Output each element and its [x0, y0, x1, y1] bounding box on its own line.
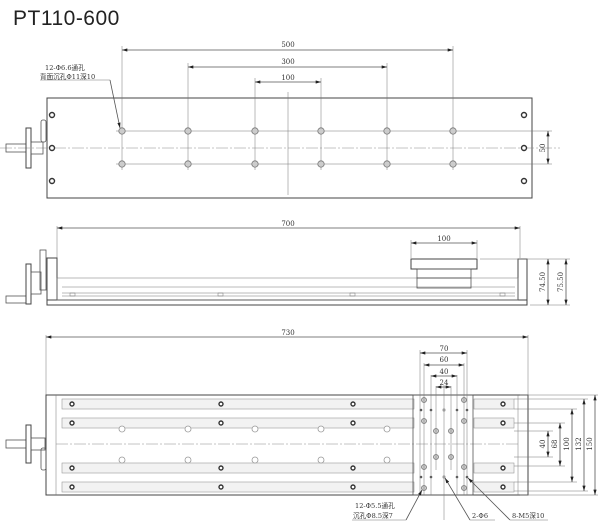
hole-note-line1: 12-Φ6.6通孔 [45, 63, 85, 72]
lock-lever-icon-side [39, 249, 47, 291]
mounting-holes [118, 127, 457, 168]
handwheel-crank-icon-side [5, 249, 47, 305]
counterbore-holes [118, 425, 391, 464]
dim-label-40: 40 [440, 368, 449, 376]
dim-label-carriage-100: 100 [437, 235, 450, 243]
drawing-title: PT110-600 [13, 7, 120, 30]
lock-lever-icon [40, 119, 47, 143]
carriage-top [410, 258, 478, 270]
dim-label-24: 24 [440, 379, 449, 387]
dim-label-h132: 132 [575, 437, 583, 450]
dim-label-75-50: 75.50 [557, 272, 565, 292]
dim-label-500: 500 [281, 41, 294, 49]
dim-label-300: 300 [281, 58, 294, 66]
lock-lever-icon-bottom [40, 447, 47, 471]
handwheel-crank-icon-bottom [5, 424, 47, 471]
top-view: 500 300 100 50 12-Φ6.6通孔 背面沉孔Φ11深10 [0, 41, 560, 199]
dim-label-730: 730 [281, 329, 294, 337]
dim-label-74-50: 74.50 [539, 272, 547, 292]
hole-note-b: 2-Φ6 [472, 512, 488, 520]
handwheel-crank-icon [5, 119, 47, 169]
bottom-view: 730 [5, 329, 598, 521]
hole-note-line2: 背面沉孔Φ11深10 [40, 72, 95, 81]
dim-label-60: 60 [440, 356, 449, 364]
dim-label-h68: 68 [551, 440, 559, 449]
dim-label-50: 50 [539, 144, 547, 153]
dim-label-h150: 150 [586, 437, 594, 450]
hole-note-a-line2: 沉孔Φ8.5深7 [353, 511, 393, 520]
dim-label-100: 100 [281, 74, 294, 82]
dim-label-700: 700 [281, 220, 294, 228]
dim-label-h100: 100 [563, 437, 571, 450]
dim-label-h40: 40 [539, 440, 547, 449]
side-view: 700 100 74.50 75.50 [5, 220, 570, 306]
rail-bolt-holes [69, 401, 506, 490]
hole-note-c: 8-M5深10 [512, 511, 544, 520]
hole-note-a-line1: 12-Φ5.5通孔 [355, 501, 395, 510]
carriage-block [412, 394, 474, 496]
dim-label-70: 70 [440, 345, 449, 353]
